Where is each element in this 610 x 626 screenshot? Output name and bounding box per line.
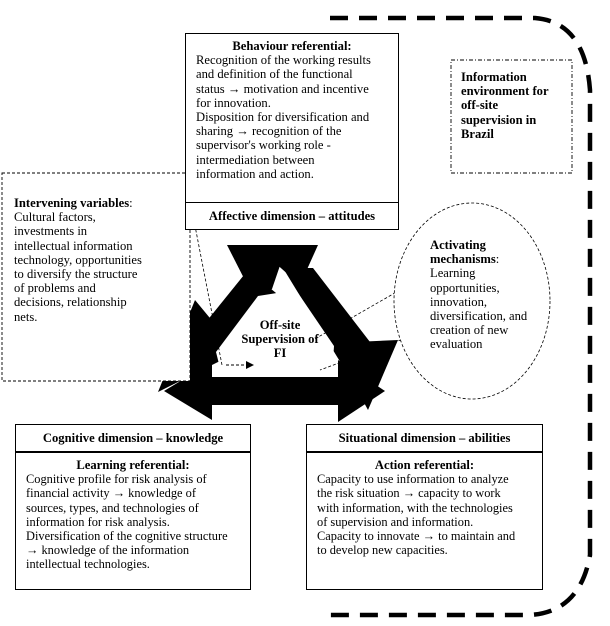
- cognitive-dimension-header: Cognitive dimension – knowledge: [15, 424, 251, 452]
- intervening-connector: [189, 199, 223, 366]
- action-body: Capacity to use information to analyze t…: [317, 472, 516, 558]
- environment-boundary: [330, 15, 593, 618]
- learning-title: Learning referential:: [76, 458, 190, 472]
- action-referential-box: Action referential: Capacity to use info…: [306, 452, 543, 590]
- activating-connector-bottom: [319, 337, 407, 371]
- activating-body: Learning opportunities, innovation, dive…: [430, 266, 528, 352]
- arrowhead-left: [164, 362, 212, 420]
- affective-dimension-label: Affective dimension – attitudes: [186, 202, 398, 230]
- intervening-colon: :: [129, 196, 133, 210]
- intervening-variables-text: Intervening variables: Cultural factors,…: [14, 196, 186, 324]
- intervening-title: Intervening variables: [14, 196, 130, 210]
- information-environment-box: [450, 59, 573, 174]
- arrowhead-bottom-right: [332, 340, 398, 410]
- activating-ellipse: [393, 202, 551, 400]
- activating-colon: :: [495, 252, 500, 267]
- action-title: Action referential:: [374, 458, 475, 472]
- triangle-arrows: [158, 245, 398, 422]
- learning-referential-box: Learning referential: Cognitive profile …: [15, 452, 251, 590]
- intervening-box: [1, 172, 191, 382]
- behaviour-title: Behaviour referential:: [232, 39, 352, 53]
- arrowhead-top-right: [255, 245, 318, 285]
- situational-dimension-header: Situational dimension – abilities: [306, 424, 543, 452]
- activating-mechanisms-text: Activating mechanisms: Learning opportun…: [430, 238, 548, 352]
- triangle-center: [216, 290, 334, 376]
- behaviour-body: Recognition of the working results and d…: [196, 53, 371, 181]
- behaviour-referential-box: Behaviour referential: Recognition of th…: [185, 33, 399, 230]
- intervening-body: Cultural factors, investments in intelle…: [14, 210, 142, 324]
- center-label: Off-site Supervision of FI: [241, 318, 319, 361]
- information-environment-label: Information environment for off-site sup…: [461, 70, 549, 141]
- arrow-bottom-edge: [212, 377, 340, 405]
- arrowhead-right: [338, 360, 385, 422]
- learning-body: Cognitive profile for risk analysis of f…: [26, 472, 228, 572]
- activating-title: Activating mechanisms: [430, 238, 496, 267]
- activating-connector-top: [312, 289, 401, 341]
- intervening-arrowhead: [246, 361, 254, 369]
